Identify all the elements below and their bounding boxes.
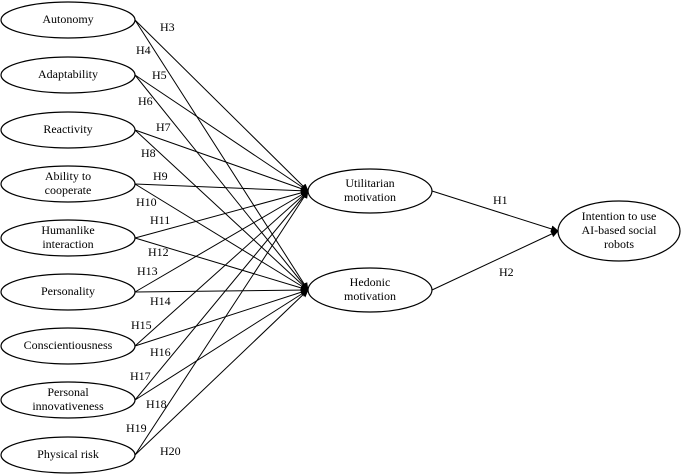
path-arrow-h18 (134, 289, 309, 401)
path-arrow-h19 (134, 190, 309, 456)
construct-label: Physical risk (37, 447, 99, 461)
hypothesis-label-h8: H8 (141, 146, 156, 160)
path-arrow-h12 (134, 237, 309, 292)
path-arrow-h2 (431, 230, 559, 291)
hypothesis-label-h4: H4 (136, 43, 151, 57)
path-arrow-h6 (134, 74, 309, 291)
construct-ellipse (0, 273, 136, 311)
hypothesis-label-h17: H17 (130, 369, 151, 383)
construct-ellipse (0, 56, 136, 94)
path-arrow-h11 (134, 189, 309, 239)
hypothesis-label-h5: H5 (152, 68, 167, 82)
path-arrow-h15 (134, 190, 309, 347)
construct-ellipse (0, 165, 136, 203)
construct-label: AI-based social (582, 223, 658, 237)
hypothesis-label-h9: H9 (153, 169, 168, 183)
path-arrow-h16 (134, 288, 309, 347)
hypothesis-label-h14: H14 (150, 294, 171, 308)
hypothesis-label-h3: H3 (160, 20, 175, 34)
path-arrow-h3 (134, 19, 309, 192)
hypothesis-labels-layer: H1H2H3H4H5H6H7H8H9H10H11H12H13H14H15H16H… (126, 20, 514, 458)
path-arrow-h13 (134, 190, 309, 293)
hypothesis-label-h11: H11 (150, 213, 170, 227)
path-arrow-h9 (134, 183, 309, 195)
construct-label: Humanlike (41, 223, 94, 237)
hypothesis-label-h13: H13 (137, 264, 158, 278)
construct-label: interaction (42, 237, 93, 251)
construct-label: Adaptability (38, 67, 98, 81)
construct-label: robots (604, 237, 634, 251)
path-arrow-h20 (134, 289, 309, 456)
path-arrow-h4 (134, 19, 309, 291)
construct-ellipse (0, 1, 136, 39)
paths-layer (134, 19, 559, 456)
hypothesis-label-h19: H19 (126, 421, 147, 435)
construct-ellipse (0, 111, 136, 149)
construct-label: Autonomy (42, 12, 93, 26)
path-arrow-h5 (134, 74, 309, 192)
construct-label: Hedonic (350, 275, 391, 289)
construct-label: motivation (344, 289, 396, 303)
construct-label: motivation (344, 190, 396, 204)
construct-ellipse (557, 200, 681, 262)
hypothesis-label-h6: H6 (138, 94, 153, 108)
construct-autonomy: Autonomy (0, 1, 136, 39)
construct-ellipse (0, 327, 136, 365)
construct-ellipse (307, 267, 433, 313)
construct-adaptability: Adaptability (0, 56, 136, 94)
path-arrow-h1 (431, 190, 559, 233)
construct-reactivity: Reactivity (0, 111, 136, 149)
hypothesis-label-h20: H20 (160, 444, 181, 458)
construct-label: Ability to (45, 169, 91, 183)
construct-ellipse (307, 168, 433, 214)
construct-label: innovativeness (32, 399, 104, 413)
construct-label: Reactivity (43, 122, 92, 136)
construct-label: Personality (41, 284, 95, 298)
hypothesis-label-h18: H18 (146, 397, 167, 411)
construct-label: Personal (47, 385, 89, 399)
hypothesis-label-h1: H1 (493, 193, 508, 207)
hypothesis-label-h16: H16 (150, 345, 171, 359)
construct-conscientiousness: Conscientiousness (0, 327, 136, 365)
hypothesis-label-h2: H2 (499, 265, 514, 279)
construct-label: Intention to use (582, 209, 657, 223)
construct-physical-risk: Physical risk (0, 436, 136, 474)
hypothesis-label-h15: H15 (131, 318, 152, 332)
construct-ellipse (0, 436, 136, 474)
hypothesis-label-h10: H10 (136, 195, 157, 209)
path-arrow-h8 (134, 129, 309, 291)
construct-ellipse (0, 381, 136, 419)
construct-label: cooperate (45, 183, 92, 197)
path-arrow-h10 (134, 183, 309, 291)
path-arrow-h7 (134, 129, 309, 192)
construct-label: Utilitarian (345, 176, 394, 190)
construct-ellipse (0, 219, 136, 257)
construct-personality: Personality (0, 273, 136, 311)
construct-label: Conscientiousness (24, 338, 113, 352)
hypothesis-label-h7: H7 (156, 120, 171, 134)
hypothesis-label-h12: H12 (148, 245, 169, 259)
path-arrow-h17 (134, 190, 309, 401)
path-arrow-h14 (134, 286, 309, 294)
